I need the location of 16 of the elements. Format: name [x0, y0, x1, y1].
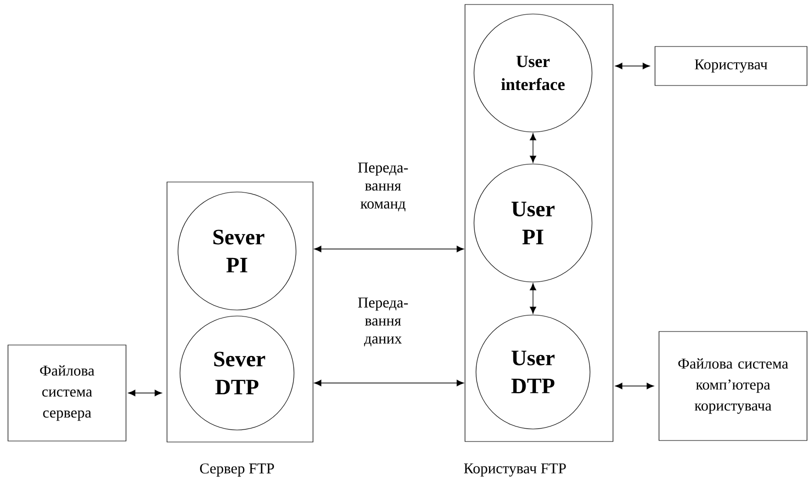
arrow	[530, 133, 536, 163]
group-box	[464, 4, 614, 442]
arrow	[314, 380, 464, 386]
arrow	[128, 390, 162, 396]
node-label: Сервер FTP	[200, 463, 274, 477]
edge-label: Переда- вання команд	[358, 162, 408, 212]
edge-label: Переда- вання даних	[358, 298, 408, 346]
arrow	[615, 382, 654, 390]
entity-box: Файлова система сервера	[8, 344, 126, 442]
arrow	[530, 283, 536, 314]
node-label: Користувач FTP	[464, 463, 566, 477]
entity-box: Файлова система комп’ютера користувача	[658, 331, 808, 441]
group-box	[166, 182, 314, 442]
arrow	[615, 62, 650, 70]
arrow	[314, 246, 464, 252]
entity-box: Користувач	[654, 46, 808, 86]
